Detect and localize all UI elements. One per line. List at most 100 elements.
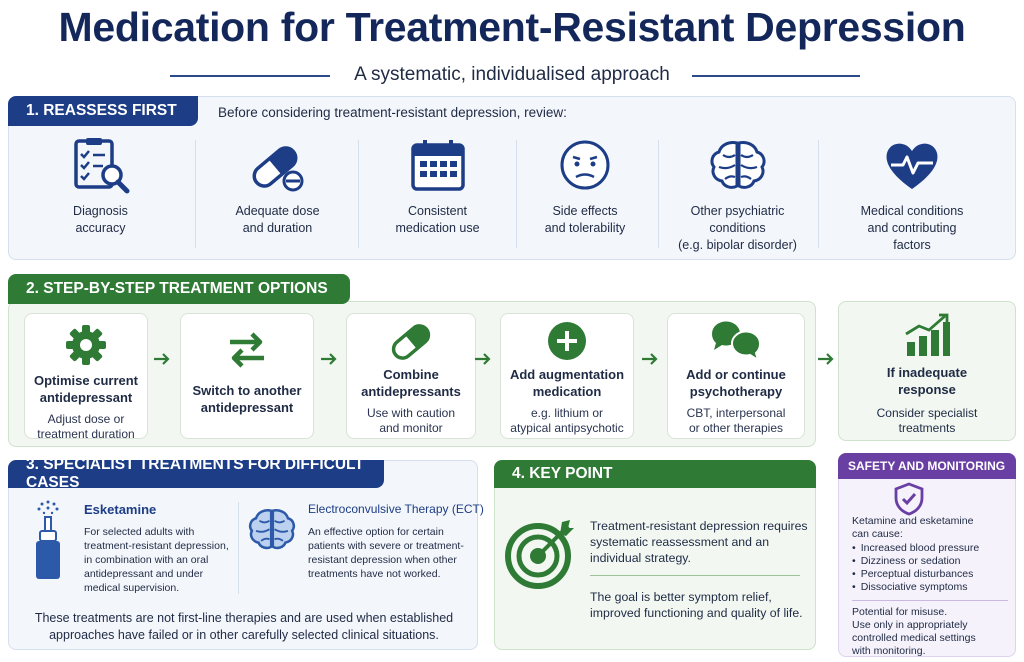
esketamine-heading: Esketamine <box>84 502 157 517</box>
step-heading-line: medication <box>532 384 602 399</box>
step-detail: Adjust dose or treatment duration <box>25 412 147 442</box>
ect-heading: Electroconvulsive Therapy (ECT) <box>308 502 484 516</box>
step-detail-line: treatment duration <box>37 427 135 441</box>
inadequate-response-card: If inadequate response Consider speciali… <box>838 301 1016 441</box>
reassess-label-line: factors <box>893 238 931 252</box>
treatment-options-tab: 2. STEP-BY-STEP TREATMENT OPTIONS <box>8 274 350 304</box>
arrow-right-icon <box>642 353 658 365</box>
reassess-label-line: conditions <box>709 221 766 235</box>
reassess-label-line: and contributing <box>867 221 957 235</box>
arrow-right-icon <box>475 353 491 365</box>
step-detail-line: or other therapies <box>688 421 784 435</box>
ect-line: An effective option for certain <box>308 526 444 538</box>
divider <box>238 502 239 594</box>
speech-bubbles-icon <box>711 321 762 362</box>
nasal-spray-icon <box>36 500 60 579</box>
reassess-label-line: and duration <box>242 221 313 235</box>
reassess-tab: 1. REASSESS FIRST <box>8 96 198 126</box>
final-heading-line: response <box>898 382 956 397</box>
reassess-label-line: Other psychiatric <box>690 204 785 218</box>
page-title: Medication for Treatment-Resistant Depre… <box>58 4 966 50</box>
arrow-right-icon <box>154 353 170 365</box>
step-card-optimise: Optimise current antidepressant Adjust d… <box>24 313 148 442</box>
reassess-label-line: (e.g. bipolar disorder) <box>678 238 797 252</box>
reassess-item-medical: Medical conditions and contributing fact… <box>832 137 992 255</box>
step-detail: e.g. lithium or atypical antipsychotic <box>501 406 633 436</box>
step-detail-line: e.g. lithium or <box>530 406 604 420</box>
specialist-note: These treatments are not first-line ther… <box>24 610 464 644</box>
step-heading-line: antidepressant <box>200 400 294 415</box>
key-point-para2: The goal is better symptom relief, impro… <box>590 589 812 621</box>
face-icon <box>560 140 610 190</box>
specialist-note-line: These treatments are not first-line ther… <box>34 611 454 625</box>
safety-warning-line: controlled medical settings <box>852 632 976 644</box>
safety-warning-line: Potential for misuse. <box>852 606 948 618</box>
reassess-label-line: Side effects <box>552 204 618 218</box>
ect-description: An effective option for certain patients… <box>308 525 468 581</box>
reassess-intro: Before considering treatment-resistant d… <box>218 105 567 120</box>
step-heading-line: Add or continue <box>686 367 786 382</box>
reassess-item-psychiatric: Other psychiatric conditions (e.g. bipol… <box>665 137 810 255</box>
step-detail: Use with caution and monitor <box>347 406 475 436</box>
reassess-item-consistency: Consistent medication use <box>365 137 510 255</box>
heart-pulse-icon <box>886 143 938 189</box>
safety-list-item: Dissociative symptoms <box>852 581 979 594</box>
divider <box>818 140 819 248</box>
arrow-right-icon <box>818 353 834 365</box>
key-point-para1: Treatment-resistant depression requires … <box>590 518 810 566</box>
reassess-label-line: medication use <box>395 221 480 235</box>
ect-line: resistant depression when other <box>308 554 457 566</box>
esketamine-line: antidepressant and under <box>84 568 204 580</box>
calendar-icon <box>410 140 465 191</box>
esketamine-line: treatment-resistant depression, <box>84 540 229 552</box>
safety-divider <box>852 600 1008 601</box>
checklist-icon <box>73 138 129 194</box>
subtitle-rule-left <box>170 75 330 77</box>
safety-list-item: Dizziness or sedation <box>852 555 979 568</box>
key-point-line: improved functioning and quality of life… <box>590 606 803 620</box>
esketamine-line: in combination with an oral <box>84 554 209 566</box>
reassess-label-line: Adequate dose <box>235 204 320 218</box>
step-detail: CBT, interpersonal or other therapies <box>668 406 804 436</box>
step-card-combine: Combine antidepressants Use with caution… <box>346 313 476 439</box>
safety-list-item: Perceptual disturbances <box>852 568 979 581</box>
reassess-label-line: Diagnosis <box>73 204 128 218</box>
reassess-item-side-effects: Side effects and tolerability <box>515 137 655 255</box>
ect-line: patients with severe or treatment- <box>308 540 464 552</box>
key-point-line: individual strategy. <box>590 551 691 565</box>
step-heading-line: Switch to another <box>192 383 302 398</box>
safety-intro-line: can cause: <box>852 528 903 540</box>
safety-intro: Ketamine and esketamine can cause: <box>852 515 973 541</box>
safety-warning: Potential for misuse. Use only in approp… <box>852 606 976 658</box>
step-card-psychotherapy: Add or continue psychotherapy CBT, inter… <box>667 313 805 439</box>
ect-line: treatments have not worked. <box>308 568 441 580</box>
safety-warning-line: Use only in appropriately <box>852 619 968 631</box>
final-heading-line: If inadequate <box>886 365 968 380</box>
step-heading-line: Add augmentation <box>509 367 625 382</box>
reassess-label-line: Consistent <box>407 204 468 218</box>
safety-warning-line: with monitoring. <box>852 645 926 657</box>
reassess-label-line: accuracy <box>75 221 126 235</box>
esketamine-line: For selected adults with <box>84 526 195 538</box>
step-detail-line: CBT, interpersonal <box>686 406 786 420</box>
safety-intro-line: Ketamine and esketamine <box>852 515 974 527</box>
divider <box>195 140 196 248</box>
pill-icon <box>252 146 303 192</box>
arrow-right-icon <box>321 353 337 365</box>
divider <box>516 140 517 248</box>
brain-icon <box>709 141 766 189</box>
specialist-note-line: approaches have failed or in other caref… <box>49 628 439 642</box>
safety-list-item: Increased blood pressure <box>852 542 980 555</box>
capsule-icon <box>391 324 431 360</box>
esketamine-line: medical supervision. <box>84 582 180 594</box>
target-icon <box>505 520 574 589</box>
key-point-line: The goal is better symptom relief, <box>590 590 772 604</box>
key-point-line: systematic reassessment and an <box>590 535 770 549</box>
shield-check-icon <box>894 482 924 516</box>
divider <box>358 140 359 248</box>
page-subtitle: A systematic, individualised approach <box>354 64 670 85</box>
key-point-line: Treatment-resistant depression requires <box>590 519 808 533</box>
esketamine-description: For selected adults with treatment-resis… <box>84 525 236 595</box>
reassess-item-dose: Adequate dose and duration <box>205 137 350 255</box>
step-card-switch: Switch to another antidepressant <box>180 313 314 439</box>
